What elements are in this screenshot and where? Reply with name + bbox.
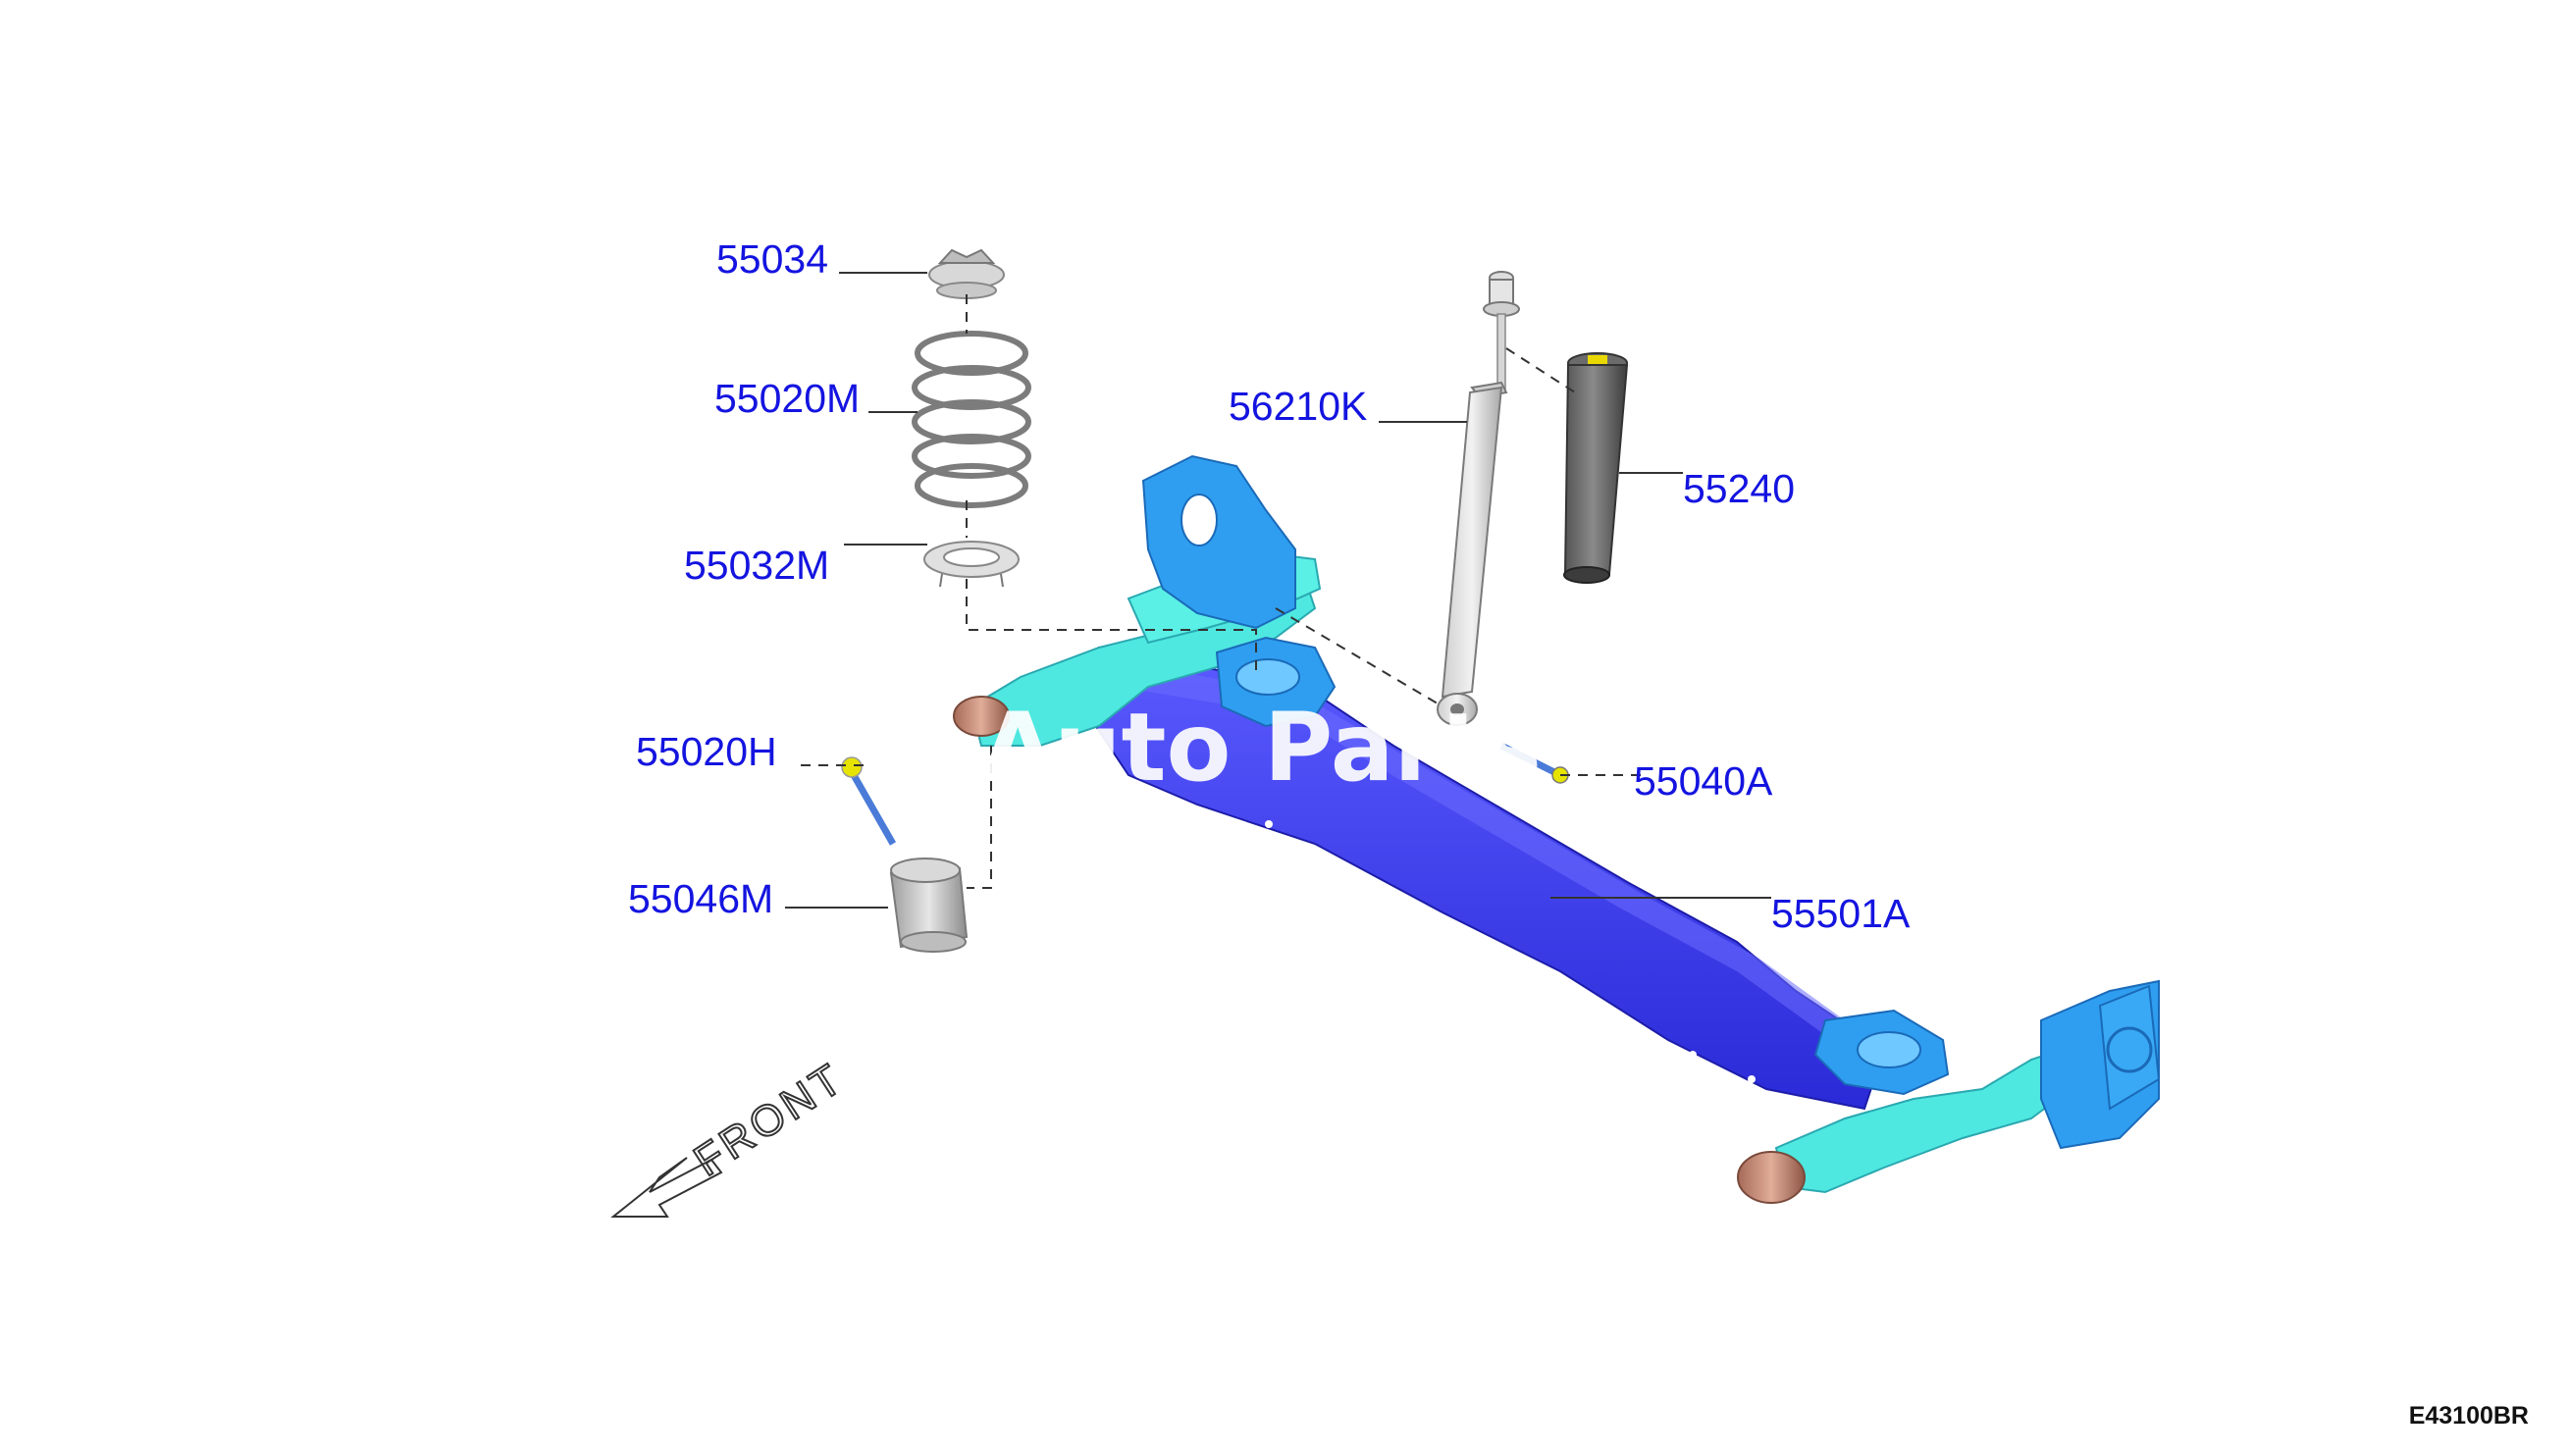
right-pivot-bushing: [1737, 1151, 1806, 1204]
part-label-partial: 55020H: [636, 729, 777, 774]
part-label-55046M: 55046M: [628, 876, 773, 921]
torsion-beam: [1087, 646, 1886, 1111]
left-bracket-hole: [1180, 494, 1218, 546]
part-label-55032M: 55032M: [684, 543, 829, 588]
watermark-text: Auto Parts: [981, 693, 1542, 803]
coil-spring: [912, 331, 1031, 508]
part-label-55020M: 55020M: [714, 376, 860, 421]
dust-boot: [1563, 352, 1629, 584]
axle-beam-assembly: [953, 454, 2161, 1204]
left-pivot-bushing: [953, 696, 1010, 737]
drawing-code: E43100BR: [2408, 1402, 2529, 1430]
front-direction-indicator: FRONT: [610, 1053, 854, 1218]
assembly-dashed-lines: [795, 294, 1649, 889]
axle-bushing-bolt: [841, 756, 897, 846]
front-arrow-icon: [610, 1157, 723, 1218]
leader-lines: [785, 272, 1771, 909]
part-label-55034: 55034: [716, 236, 828, 282]
axle-bushing: [889, 858, 969, 953]
torsion-beam-top-face: [1109, 657, 1845, 1035]
beam-holes: [1265, 820, 1756, 1083]
part-label-55501A: 55501A: [1771, 891, 1911, 936]
left-spring-seat-cup: [1235, 658, 1300, 696]
left-bracket-plate: [1141, 454, 1296, 630]
right-spring-seat-cup: [1857, 1031, 1921, 1068]
front-label: FRONT: [686, 1054, 854, 1186]
lower-spring-seat: [923, 541, 1020, 588]
upper-spring-seat: [928, 248, 1005, 299]
part-label-55240: 55240: [1683, 466, 1795, 511]
part-label-55040A: 55040A: [1634, 758, 1773, 804]
right-hub-flange: [2098, 984, 2161, 1111]
part-label-56210K: 56210K: [1229, 384, 1367, 429]
shock-absorber: [1437, 271, 1520, 726]
